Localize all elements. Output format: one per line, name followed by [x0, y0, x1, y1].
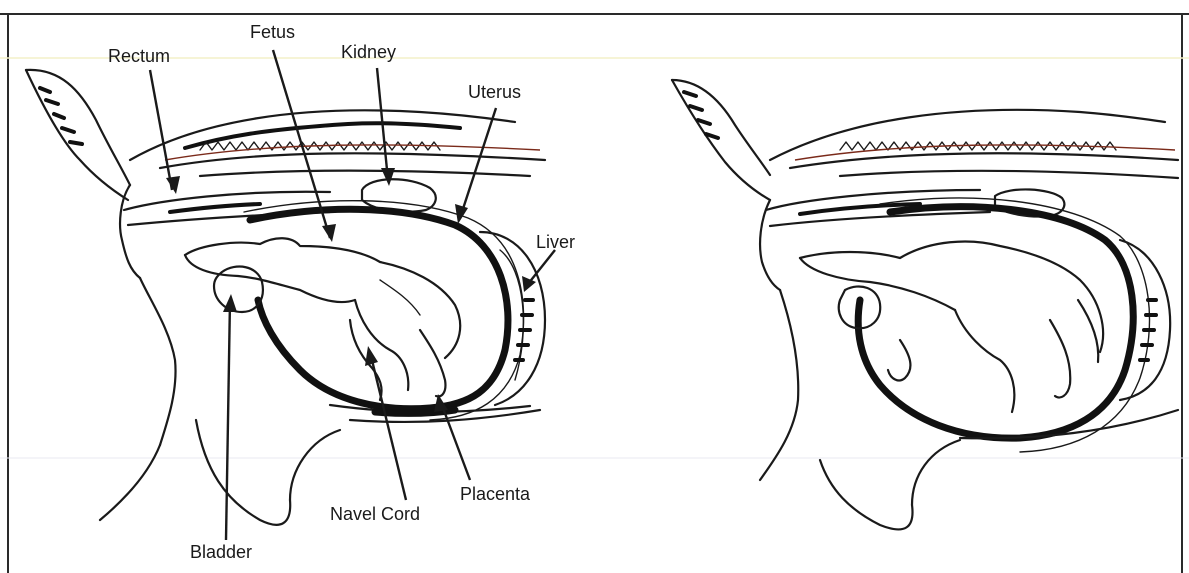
udder-outline-2 — [820, 460, 913, 529]
fetus-hind-leg-2 — [420, 330, 445, 396]
label-rectum: Rectum — [108, 46, 170, 66]
arrowhead-kidney — [381, 168, 395, 186]
fetus-flank-line — [380, 280, 420, 315]
arrowhead-fetus — [322, 224, 336, 242]
spine-base-line — [200, 171, 530, 176]
navel-cord-2 — [888, 340, 910, 380]
spine-lower-line — [160, 153, 545, 168]
spine-base-line-2 — [840, 171, 1178, 178]
liver-shading-2 — [1140, 300, 1156, 360]
label-fetus: Fetus — [250, 22, 295, 42]
arrow-rectum — [150, 70, 172, 190]
tail-lower-outline-2 — [672, 80, 770, 200]
spine-red-line-2 — [795, 145, 1175, 160]
fetus-underside — [185, 255, 355, 302]
arrowhead-navel-cord — [365, 346, 378, 366]
belly-lower-2 — [912, 440, 960, 505]
bladder-shape — [214, 267, 263, 312]
tail-hair-strokes-2 — [684, 92, 718, 138]
arrowhead-bladder — [223, 294, 237, 312]
right-illustration — [672, 80, 1178, 529]
label-liver: Liver — [536, 232, 575, 252]
spine-lower-line-2 — [790, 153, 1178, 168]
hind-leg-front — [140, 278, 176, 445]
navel-cord — [350, 320, 382, 400]
spine-vertebrae-stroke — [185, 123, 460, 148]
fetus-underside-2 — [800, 258, 955, 310]
label-bladder: Bladder — [190, 542, 252, 562]
label-placenta: Placenta — [460, 484, 531, 504]
rump-outline — [120, 185, 140, 278]
fetus-head-2 — [1078, 300, 1098, 362]
uterus-wall-2 — [858, 207, 1133, 438]
arrowhead-rectum — [166, 176, 180, 194]
arrow-bladder — [226, 300, 230, 540]
left-illustration — [26, 70, 545, 525]
fetus-hind-leg-b — [1050, 320, 1070, 398]
hind-leg-2 — [760, 290, 798, 480]
arrow-uterus — [460, 108, 496, 218]
rump-outline-2 — [760, 200, 780, 290]
fetus-hind-leg — [355, 300, 408, 390]
arrowhead-uterus — [455, 204, 468, 224]
liver-outline-2 — [1120, 240, 1170, 400]
arrow-navel-cord — [370, 352, 406, 500]
label-uterus: Uterus — [468, 82, 521, 102]
label-navel-cord: Navel Cord — [330, 504, 420, 524]
back-outline-2 — [770, 110, 1165, 160]
label-kidney: Kidney — [341, 42, 396, 62]
udder-outline — [196, 420, 290, 525]
belly-lower — [290, 430, 340, 500]
fetus-hind-leg-a — [955, 310, 1014, 412]
arrow-liver — [528, 250, 555, 284]
hind-leg-lower — [100, 445, 160, 520]
